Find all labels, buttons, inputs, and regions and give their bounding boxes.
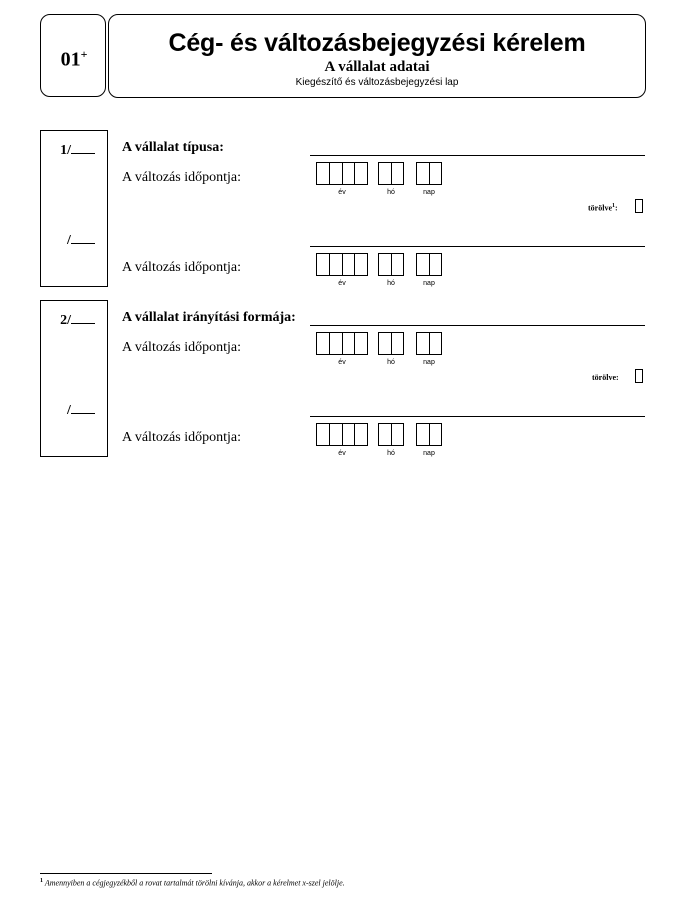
section-1-change-date-label: A változás időpontja: [122, 170, 241, 185]
page-subtitle: A vállalat adatai [324, 59, 430, 75]
month-cells[interactable] [378, 162, 404, 185]
month-cells[interactable] [378, 332, 404, 355]
section-1-field-label: A vállalat típusa: [122, 140, 224, 155]
section-1-deleted-label: törölve1: [588, 203, 618, 213]
form-code-number: 01 [60, 48, 81, 71]
day-cells[interactable] [416, 332, 442, 355]
section-2-deleted-label: törölve: [592, 373, 619, 382]
day-caption: nap [423, 189, 435, 196]
year-cells[interactable] [316, 332, 368, 355]
footnote: 1 Amennyiben a cégjegyzékből a rovat tar… [40, 878, 345, 888]
section-1-field-line[interactable] [310, 155, 645, 156]
sheet-type: Kiegészítő és változásbejegyzési lap [295, 77, 459, 88]
year-caption: év [338, 280, 346, 287]
section-1-sub-blank[interactable] [70, 231, 95, 244]
section-2-change-date-label-2: A változás időpontja: [122, 430, 241, 445]
page-title: Cég- és változásbejegyzési kérelem [168, 29, 586, 57]
section-1-sub-number-text: / [67, 233, 71, 248]
section-2-deleted-checkbox[interactable] [635, 369, 643, 383]
day-cells[interactable] [416, 162, 442, 185]
month-cells[interactable] [378, 423, 404, 446]
section-2-number-blank[interactable] [71, 311, 95, 324]
section-2-number: 2/ [60, 311, 95, 329]
section-1-number: 1/ [60, 141, 95, 159]
section-2-box: 2/ / [40, 300, 108, 457]
form-code-box: 01+ [40, 14, 106, 97]
day-caption: nap [423, 450, 435, 457]
year-cells[interactable] [316, 253, 368, 276]
section-1-new-value-line[interactable] [310, 246, 645, 247]
section-1-sub-number: / [67, 231, 95, 249]
section-2-deleted-text: törölve [592, 373, 616, 382]
month-caption: hó [387, 280, 395, 287]
month-caption: hó [387, 359, 395, 366]
section-2-change-date-label: A változás időpontja: [122, 340, 241, 355]
month-cells[interactable] [378, 253, 404, 276]
section-2-field-line[interactable] [310, 325, 645, 326]
footnote-rule [40, 873, 212, 874]
form-code: 01+ [41, 47, 107, 72]
title-box: Cég- és változásbejegyzési kérelem A vál… [108, 14, 646, 98]
day-caption: nap [423, 359, 435, 366]
month-caption: hó [387, 450, 395, 457]
section-2-sub-number: / [67, 401, 95, 419]
year-caption: év [338, 450, 346, 457]
month-caption: hó [387, 189, 395, 196]
section-1-number-blank[interactable] [71, 141, 95, 154]
section-1-deleted-suffix: : [615, 203, 618, 213]
footnote-marker: 1 [40, 878, 43, 884]
year-cells[interactable] [316, 162, 368, 185]
section-1-number-text: 1/ [60, 143, 71, 158]
section-1-box: 1/ / [40, 130, 108, 287]
year-cells[interactable] [316, 423, 368, 446]
section-2-sub-number-text: / [67, 403, 71, 418]
day-caption: nap [423, 280, 435, 287]
year-caption: év [338, 189, 346, 196]
section-1-change-date-label-2: A változás időpontja: [122, 260, 241, 275]
section-1-deleted-sup: 1 [612, 203, 615, 209]
section-1-deleted-text: törölve [588, 203, 612, 213]
section-2-number-text: 2/ [60, 313, 71, 328]
section-2-field-label: A vállalat irányítási formája: [122, 310, 296, 325]
section-2-sub-blank[interactable] [70, 401, 95, 414]
year-caption: év [338, 359, 346, 366]
day-cells[interactable] [416, 423, 442, 446]
section-2-new-value-line[interactable] [310, 416, 645, 417]
section-1-deleted-checkbox[interactable] [635, 199, 643, 213]
form-code-sup: + [80, 47, 88, 61]
section-2-deleted-suffix: : [616, 373, 619, 382]
day-cells[interactable] [416, 253, 442, 276]
footnote-text: Amennyiben a cégjegyzékből a rovat tarta… [44, 878, 345, 888]
